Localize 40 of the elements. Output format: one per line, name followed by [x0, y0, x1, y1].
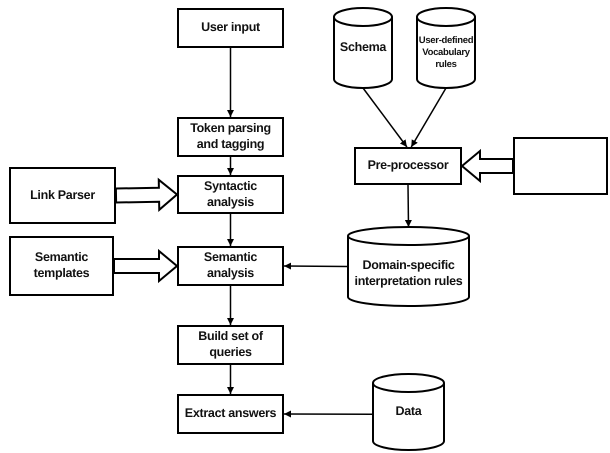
node-label: Domain-specific interpretation rules: [354, 256, 464, 290]
arrow: [410, 88, 447, 148]
block-arrow: [460, 148, 514, 184]
node-label: Syntactic analysis: [203, 178, 258, 210]
arrow: [227, 48, 234, 117]
arrow: [284, 262, 347, 270]
process-box: [177, 8, 284, 48]
process-box: [177, 117, 284, 157]
arrow: [227, 365, 234, 394]
process-box: [177, 394, 284, 434]
database-cylinder: [372, 374, 445, 450]
process-box: [9, 167, 116, 224]
process-box: [9, 236, 114, 296]
node-label: Semantic analysis: [202, 250, 258, 282]
process-box: [354, 147, 462, 185]
block-arrow: [114, 178, 179, 212]
arrow: [362, 88, 408, 148]
database-cylinder: [347, 227, 470, 306]
node-label: Pre-processor: [366, 158, 450, 174]
database-cylinder: [333, 8, 393, 88]
node-label: Schema: [338, 40, 388, 56]
process-box: [177, 175, 284, 214]
process-box: [513, 137, 608, 195]
process-box: [177, 246, 284, 286]
arrow: [404, 185, 412, 227]
node-label: User input: [200, 20, 261, 36]
arrow: [284, 410, 372, 418]
node-label: Build set of queries: [197, 329, 264, 361]
node-label: Extract answers: [184, 406, 278, 422]
block-arrow: [113, 248, 179, 284]
node-label: User-defined Vocabulary rules: [418, 34, 474, 71]
node-label: Link Parser: [29, 188, 96, 204]
arrow: [227, 286, 234, 325]
arrow: [227, 214, 234, 246]
node-label: Semantic templates: [32, 250, 90, 282]
node-label: Data: [394, 404, 423, 420]
arrow: [227, 157, 234, 175]
node-label: Token parsing and tagging: [189, 121, 272, 153]
process-box: [177, 325, 284, 365]
database-cylinder: [416, 8, 476, 88]
